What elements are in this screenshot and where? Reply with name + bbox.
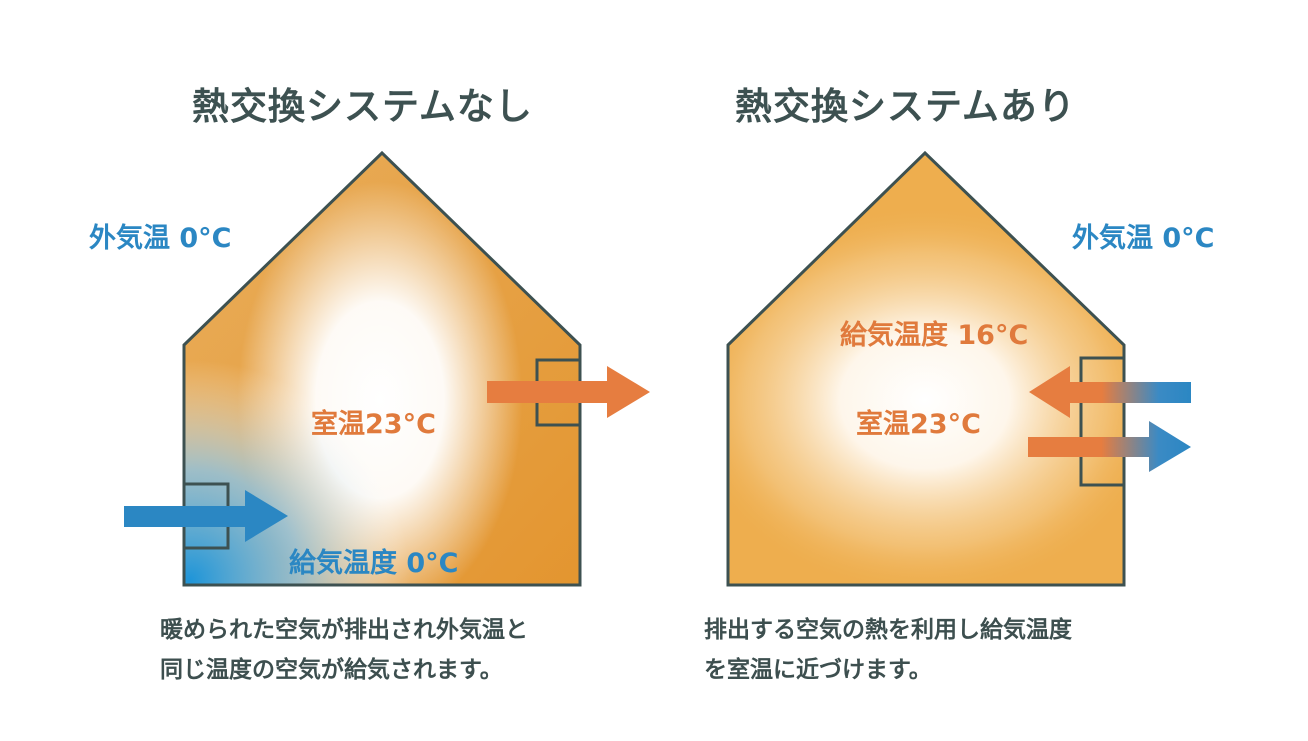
intake-arrow-icon bbox=[124, 490, 288, 542]
exhaust-arrow-icon bbox=[487, 366, 650, 418]
right-panel-title: 熱交換システムあり bbox=[735, 85, 1076, 128]
right-supply-temp-label: 給気温度 16°C bbox=[840, 320, 1029, 351]
left-panel-title: 熱交換システムなし bbox=[192, 85, 533, 128]
left-caption: 暖められた空気が排出され外気温と 同じ温度の空気が給気されます。 bbox=[160, 610, 528, 690]
supply-arrow-icon bbox=[1029, 366, 1191, 418]
right-caption: 排出する空気の熱を利用し給気温度 を室温に近づけます。 bbox=[704, 610, 1072, 690]
left-supply-temp-label: 給気温度 0°C bbox=[289, 548, 459, 579]
left-room-temp-label: 室温23°C bbox=[311, 409, 436, 440]
exhaust-arrow-icon bbox=[1028, 421, 1191, 472]
right-outdoor-temp-label: 外気温 0°C bbox=[1072, 223, 1215, 254]
right-caption-line-1: 排出する空気の熱を利用し給気温度 bbox=[704, 617, 1072, 643]
right-room-temp-label: 室温23°C bbox=[856, 409, 981, 440]
right-caption-line-2: を室温に近づけます。 bbox=[704, 657, 932, 683]
left-outdoor-temp-label: 外気温 0°C bbox=[89, 223, 232, 254]
left-caption-line-1: 暖められた空気が排出され外気温と bbox=[160, 617, 528, 643]
heat-exchanger-vent bbox=[1079, 356, 1126, 487]
left-caption-line-2: 同じ温度の空気が給気されます。 bbox=[160, 657, 503, 683]
